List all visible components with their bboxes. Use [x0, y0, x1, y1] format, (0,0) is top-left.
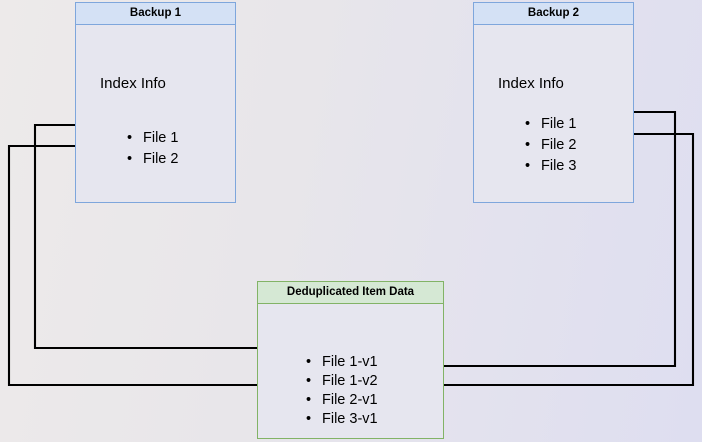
list-item[interactable]: File 2-v1 [306, 391, 378, 410]
list-item[interactable]: File 1-v1 [306, 353, 378, 372]
list-item[interactable]: File 1-v2 [306, 372, 378, 391]
backup1-body: Index Info File 1 File 2 [76, 25, 235, 202]
connector-backup2-file2-to-file2v1 [399, 132, 695, 390]
list-item[interactable]: File 1 [525, 114, 576, 135]
list-item[interactable]: File 3 [525, 156, 576, 177]
backup1-title: Backup 1 [76, 3, 235, 25]
list-item[interactable]: File 3-v1 [306, 410, 378, 429]
backup1-index-label: Index Info [100, 75, 166, 92]
backup1-box[interactable]: Backup 1 Index Info File 1 File 2 [75, 2, 236, 203]
backup2-file-list: File 1 File 2 File 3 [525, 114, 576, 177]
connector-backup2-file1-to-file1v2 [392, 110, 677, 371]
backup2-index-label: Index Info [498, 75, 564, 92]
connector-backup1-file2-to-file2v1 [7, 144, 299, 390]
backup2-title: Backup 2 [474, 3, 633, 25]
dedup-title: Deduplicated Item Data [258, 282, 443, 304]
dedup-body: File 1-v1 File 1-v2 File 2-v1 File 3-v1 [258, 304, 443, 438]
backup1-file-list: File 1 File 2 [127, 128, 178, 170]
backup2-body: Index Info File 1 File 2 File 3 [474, 25, 633, 202]
dedup-item-list: File 1-v1 File 1-v2 File 2-v1 File 3-v1 [306, 353, 378, 429]
list-item[interactable]: File 2 [127, 149, 178, 170]
deduplicated-item-data-box[interactable]: Deduplicated Item Data File 1-v1 File 1-… [257, 281, 444, 439]
backup2-box[interactable]: Backup 2 Index Info File 1 File 2 File 3 [473, 2, 634, 203]
list-item[interactable]: File 2 [525, 135, 576, 156]
list-item[interactable]: File 1 [127, 128, 178, 149]
